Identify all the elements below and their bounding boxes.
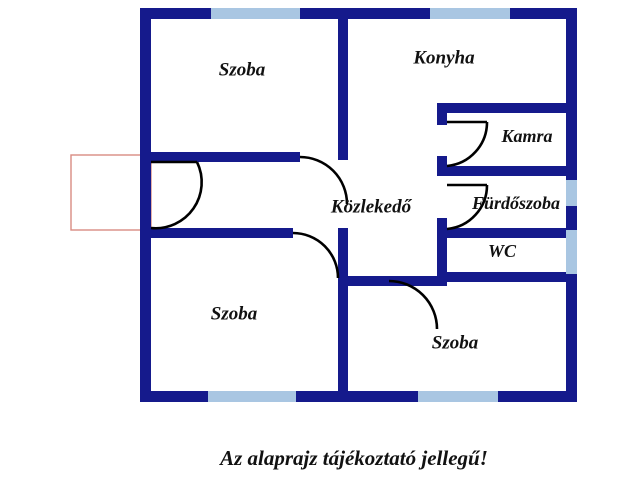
room-label-szoba-bottom-right: Szoba bbox=[432, 332, 479, 353]
interior-horizontal-hall-top bbox=[140, 152, 300, 162]
entrance-door bbox=[150, 160, 203, 230]
room-labels-group: Szoba Konyha Kamra Fürdőszoba WC Közleke… bbox=[211, 47, 560, 353]
exterior-top-wall bbox=[140, 8, 577, 19]
window-top-left bbox=[211, 8, 300, 19]
window-right-upper bbox=[566, 180, 577, 206]
interior-vertical-service-upper bbox=[437, 103, 447, 125]
interior-horizontal-kamra-bottom bbox=[437, 166, 577, 176]
room-label-kamra: Kamra bbox=[500, 126, 552, 146]
room-label-wc: WC bbox=[488, 241, 517, 261]
door-szoba-bottom-left bbox=[292, 231, 340, 279]
plan-caption: Az alaprajz tájékoztató jellegű! bbox=[218, 446, 488, 470]
windows-group bbox=[208, 8, 577, 402]
room-label-szoba-bottom-left: Szoba bbox=[211, 303, 258, 324]
window-top-right bbox=[430, 8, 510, 19]
window-right-lower bbox=[566, 230, 577, 274]
window-bottom-right bbox=[418, 391, 498, 402]
interior-horizontal-furdoszoba-bottom bbox=[437, 228, 577, 238]
interior-vertical-center-lower bbox=[338, 228, 348, 402]
door-szoba-bottom-right bbox=[388, 279, 439, 330]
doors-group bbox=[150, 120, 489, 330]
door-kamra bbox=[446, 120, 489, 168]
interior-horizontal-hall-bottom bbox=[140, 228, 293, 238]
room-label-konyha: Konyha bbox=[412, 47, 475, 68]
interior-horizontal-wc-bottom bbox=[437, 272, 577, 282]
exterior-left-wall bbox=[140, 8, 151, 402]
interior-horizontal-kamra-top bbox=[437, 103, 577, 113]
room-label-kozlekedo: Közlekedő bbox=[330, 196, 413, 217]
room-label-furdoszoba: Fürdőszoba bbox=[471, 193, 560, 213]
exterior-bottom-wall bbox=[140, 391, 577, 402]
window-bottom-left bbox=[208, 391, 296, 402]
room-label-szoba-top-left: Szoba bbox=[219, 59, 266, 80]
interior-vertical-service-lower bbox=[437, 218, 447, 282]
door-szoba-top-left bbox=[299, 155, 349, 205]
interior-vertical-center-upper bbox=[338, 8, 348, 160]
door-furdoszoba bbox=[446, 183, 489, 231]
